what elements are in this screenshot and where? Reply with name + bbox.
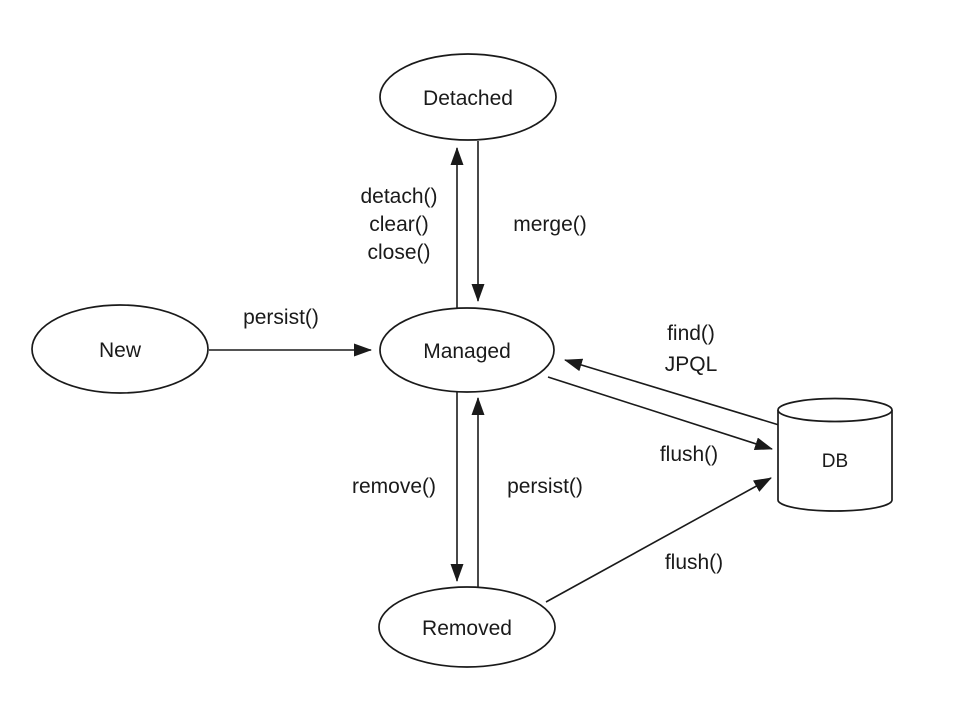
label-persist-new: persist() <box>243 306 319 329</box>
edge-labels-group: persist() detach() clear() close() merge… <box>243 185 723 574</box>
label-remove: remove() <box>352 475 436 498</box>
node-managed: Managed <box>379 307 555 393</box>
label-clear: clear() <box>369 213 429 236</box>
node-new: New <box>31 304 209 394</box>
edge-managed-to-db <box>547 376 773 450</box>
edge-db-to-managed <box>564 358 780 426</box>
db-cylinder-body <box>777 410 893 512</box>
edges-group <box>209 141 780 603</box>
label-flush-managed: flush() <box>660 443 718 466</box>
edge-removed-to-db <box>545 477 772 603</box>
label-find: find() <box>667 322 715 345</box>
label-merge: merge() <box>513 213 587 236</box>
detached-ellipse <box>379 53 557 141</box>
label-flush-removed: flush() <box>665 551 723 574</box>
node-removed: Removed <box>378 586 556 668</box>
node-managed-label: Managed <box>423 340 511 363</box>
node-db: DB <box>777 397 893 512</box>
new-ellipse <box>31 304 209 394</box>
node-new-label: New <box>99 339 142 362</box>
label-jpql: JPQL <box>665 353 718 376</box>
node-detached-label: Detached <box>423 87 513 110</box>
label-detach: detach() <box>360 185 437 208</box>
node-removed-label: Removed <box>422 617 512 640</box>
node-detached: Detached <box>379 53 557 141</box>
node-db-label: DB <box>822 451 848 472</box>
removed-ellipse <box>378 586 556 668</box>
managed-ellipse <box>379 307 555 393</box>
label-close: close() <box>367 241 430 264</box>
db-cylinder-top <box>777 397 893 423</box>
label-persist-removed: persist() <box>507 475 583 498</box>
